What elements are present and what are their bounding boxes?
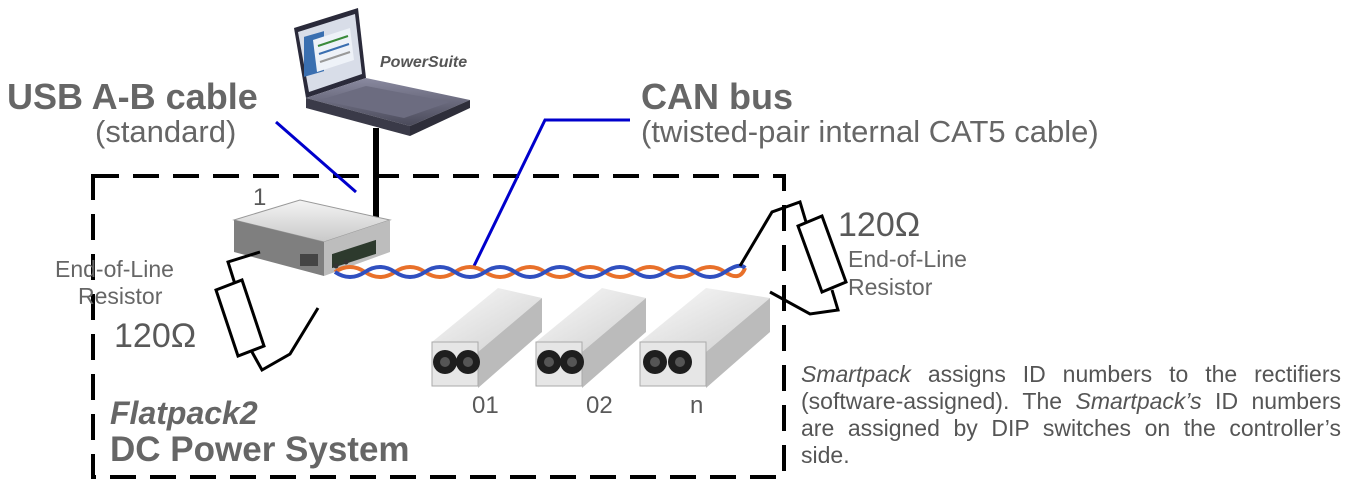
- can-bus-title: CAN bus: [641, 76, 793, 117]
- rectifier-icon: [535, 288, 646, 388]
- eol-right-line1: End-of-Line: [848, 246, 967, 272]
- laptop-icon: [294, 8, 470, 136]
- powersuite-label: PowerSuite: [380, 54, 468, 71]
- eol-right-line2: Resistor: [848, 274, 933, 300]
- eol-left-line1: End-of-Line: [55, 256, 174, 282]
- rectifier-icon: [431, 288, 542, 388]
- note-smartpack: Smartpack: [801, 361, 911, 387]
- note-text-2: ID numbers are assigned by DIP switches …: [801, 388, 1341, 468]
- usb-cable-subtitle: (standard): [95, 114, 237, 149]
- right-resistor: [738, 200, 848, 316]
- note-text-1: assigns ID numbers to the recti­fiers (s…: [801, 361, 1341, 414]
- left-resistor: [214, 250, 320, 373]
- can-twisted-cable: [333, 263, 747, 279]
- usb-pointer-line: [275, 120, 357, 194]
- system-type: DC Power System: [110, 430, 410, 469]
- rectifier-id-01: 01: [472, 392, 499, 419]
- rectifier-icon: [639, 288, 770, 388]
- can-bus-subtitle: (twisted-pair internal CAT5 cable): [641, 114, 1099, 149]
- rectifier-id-n: n: [690, 392, 704, 419]
- ohm-left-label: 120Ω: [114, 317, 197, 355]
- controller-icon: [232, 199, 392, 276]
- system-name: Flatpack2: [110, 395, 258, 431]
- eol-left-line2: Resistor: [78, 283, 163, 309]
- can-pointer-line: [472, 118, 630, 267]
- rectifier-id-02: 02: [586, 392, 613, 419]
- note-smartpacks: Smartpack’s: [1075, 388, 1202, 414]
- id-assignment-note: Smartpack assigns ID numbers to the rect…: [801, 361, 1341, 469]
- system-boundary: [91, 174, 786, 479]
- ohm-right-label: 120Ω: [838, 206, 921, 244]
- usb-cable-title: USB A-B cable: [7, 76, 258, 117]
- controller-number: 1: [253, 184, 267, 211]
